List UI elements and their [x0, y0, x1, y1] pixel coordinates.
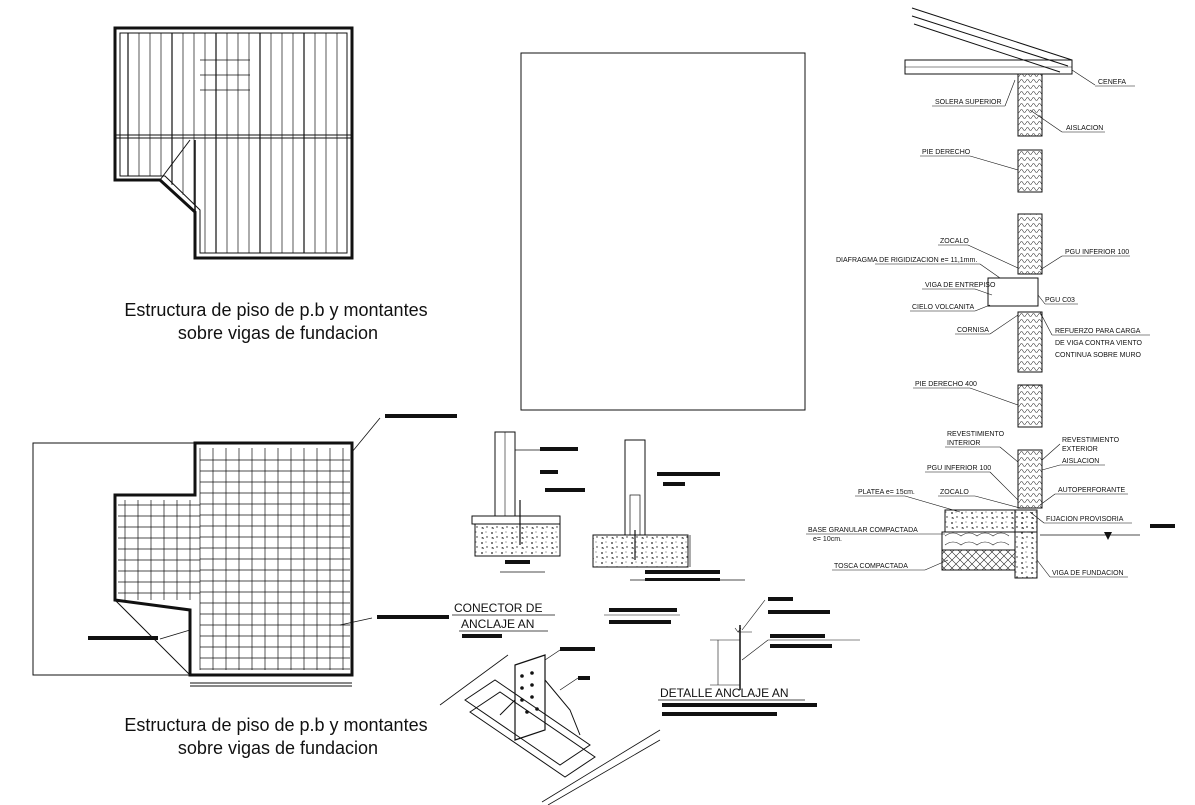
bottom-caption-line-1: Estructura de piso de p.b y montantes: [124, 715, 427, 735]
label-solera: SOLERA SUPERIOR: [935, 99, 1002, 106]
section-labels: CENEFA SOLERA SUPERIOR AISLACION PIE DER…: [806, 69, 1150, 578]
label-refuerzo-2: DE VIGA CONTRA VIENTO: [1055, 340, 1143, 347]
top-floor-plan: [113, 26, 354, 260]
label-rev-exterior-2: EXTERIOR: [1062, 446, 1098, 453]
label-viga-entrepiso: VIGA DE ENTREPISO: [925, 282, 996, 289]
empty-frame: [520, 52, 806, 411]
label-fijacion: FIJACION PROVISORIA: [1046, 516, 1124, 523]
label-pgu-inferior-bottom: PGU INFERIOR 100: [927, 465, 991, 472]
connector-title-line-2: ANCLAJE AN: [461, 617, 534, 631]
wall-section: [904, 7, 1175, 579]
label-cenefa: CENEFA: [1098, 79, 1126, 86]
label-pie-derecho-400: PIE DERECHO 400: [915, 381, 977, 388]
top-plan-joists: [127, 33, 338, 253]
anchor-detail-an: DETALLE ANCLAJE AN: [604, 597, 860, 716]
label-platea: PLATEA e= 15cm.: [858, 489, 915, 496]
label-tosca: TOSCA COMPACTADA: [834, 563, 908, 570]
bottom-floor-plan: [32, 414, 457, 687]
label-base-granular-1: BASE GRANULAR COMPACTADA: [808, 527, 918, 534]
label-cielo: CIELO VOLCANITA: [912, 304, 974, 311]
label-zocalo-bottom: ZOCALO: [940, 489, 969, 496]
label-pgu-inferior-top: PGU INFERIOR 100: [1065, 249, 1129, 256]
connector-3d: CONECTOR DE ANCLAJE AN: [439, 601, 661, 805]
bottom-caption-line-2: sobre vigas de fundacion: [178, 738, 378, 758]
label-rev-exterior-1: REVESTIMIENTO: [1062, 437, 1120, 444]
label-zocalo-top: ZOCALO: [940, 238, 969, 245]
connector-title-line-1: CONECTOR DE: [454, 601, 542, 615]
label-aislacion-bottom: AISLACION: [1062, 458, 1099, 465]
label-base-granular-2: e= 10cm.: [813, 536, 842, 543]
anchor-detail-left: [471, 431, 585, 573]
label-rev-interior-2: INTERIOR: [947, 440, 980, 447]
label-rev-interior-1: REVESTIMIENTO: [947, 431, 1005, 438]
anchor-detail-right: [592, 439, 745, 581]
label-refuerzo-3: CONTINUA SOBRE MURO: [1055, 352, 1142, 359]
label-diafragma: DIAFRAGMA DE RIGIDIZACION e= 11,1mm.: [836, 257, 977, 264]
label-viga-fundacion: VIGA DE FUNDACION: [1052, 570, 1124, 577]
top-caption-line-1: Estructura de piso de p.b y montantes: [124, 300, 427, 320]
bottom-plan-grid: [118, 448, 350, 670]
anchor-title: DETALLE ANCLAJE AN: [660, 686, 789, 700]
label-pgu-c03: PGU C03: [1045, 297, 1075, 304]
label-cornisa: CORNISA: [957, 327, 989, 334]
label-refuerzo-1: REFUERZO PARA CARGA: [1055, 328, 1141, 335]
label-pie-derecho: PIE DERECHO: [922, 149, 971, 156]
label-aislacion-top: AISLACION: [1066, 125, 1103, 132]
top-caption-line-2: sobre vigas de fundacion: [178, 323, 378, 343]
label-autoperforante: AUTOPERFORANTE: [1058, 487, 1125, 494]
